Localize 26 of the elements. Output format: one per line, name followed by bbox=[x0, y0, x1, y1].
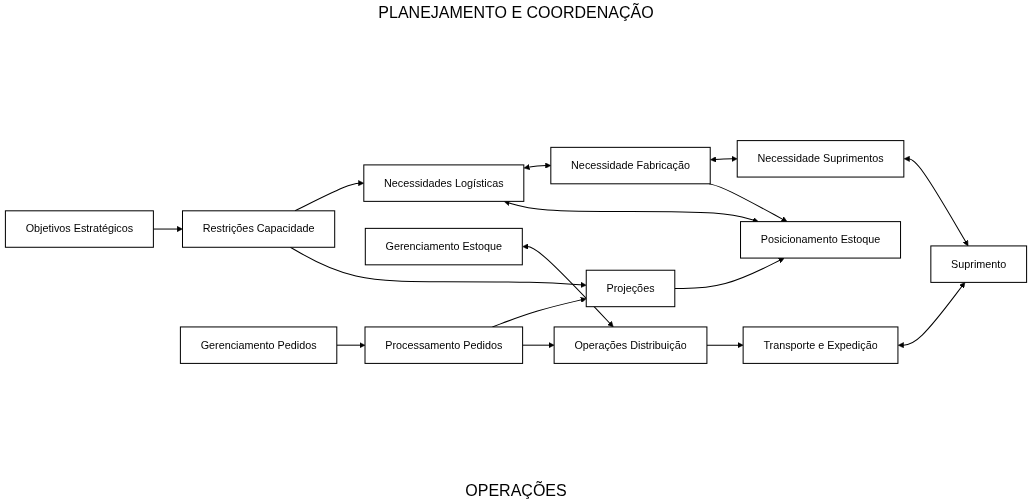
node-box: Projeções bbox=[585, 269, 676, 308]
arrow bbox=[708, 183, 788, 222]
node-box: Transporte e Expedição bbox=[742, 326, 899, 364]
arrow bbox=[674, 257, 785, 289]
arrow bbox=[522, 243, 614, 328]
node-box: Gerenciamento Pedidos bbox=[179, 326, 338, 364]
arrow bbox=[522, 342, 555, 349]
node-box: Gerenciamento Estoque bbox=[364, 227, 523, 266]
arrow bbox=[706, 342, 744, 349]
arrow bbox=[710, 155, 738, 163]
node-box: Objetivos Estratégicos bbox=[4, 210, 154, 248]
diagram-caption: OPERAÇÕES bbox=[465, 482, 567, 500]
arrow bbox=[897, 282, 966, 349]
node-box: Necessidade Fabricação bbox=[550, 146, 711, 185]
arrow bbox=[903, 155, 969, 247]
node-box: Processamento Pedidos bbox=[364, 326, 524, 364]
node-box: Necessidades Logísticas bbox=[363, 164, 525, 202]
node-box: Operações Distribuição bbox=[553, 326, 708, 364]
node-box: Necessidade Suprimentos bbox=[736, 140, 905, 178]
diagram-title: PLANEJAMENTO E COORDENAÇÃO bbox=[378, 4, 654, 22]
node-box: Restrições Capacidade bbox=[182, 210, 336, 248]
node-box: Posicionamento Estoque bbox=[740, 221, 902, 259]
arrow bbox=[503, 200, 759, 223]
node-box: Suprimento bbox=[930, 245, 1028, 283]
arrow bbox=[336, 342, 366, 349]
arrow bbox=[289, 246, 587, 288]
